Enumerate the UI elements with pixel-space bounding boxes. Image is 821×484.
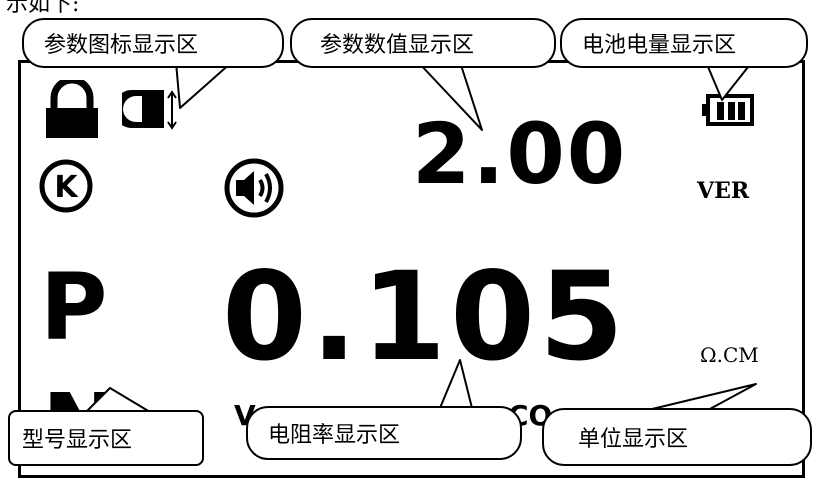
param-value-display: 2.00 [412,105,628,203]
callout-model-area: 型号显示区 [8,410,204,466]
speaker-icon [224,158,284,218]
battery-icon [702,94,754,126]
callout-param-icon-area: 参数图标显示区 [22,18,284,68]
resistivity-value-display: 0.105 [222,246,628,388]
callout-resistivity-area: 电阻率显示区 [246,406,522,460]
svg-text:K: K [54,170,79,205]
lock-icon [46,80,98,138]
caption-text: 示如下: [6,0,80,17]
version-label: VER [697,178,750,204]
unit-label: Ω.CM [700,343,759,367]
callout-unit-area: 单位显示区 [542,408,812,466]
callout-param-value-area: 参数数值显示区 [290,18,556,68]
callout-battery-area: 电池电量显示区 [560,18,808,68]
model-letter-p: P [40,254,108,361]
probe-icon [122,90,177,130]
k-circle-icon: K [39,159,93,213]
